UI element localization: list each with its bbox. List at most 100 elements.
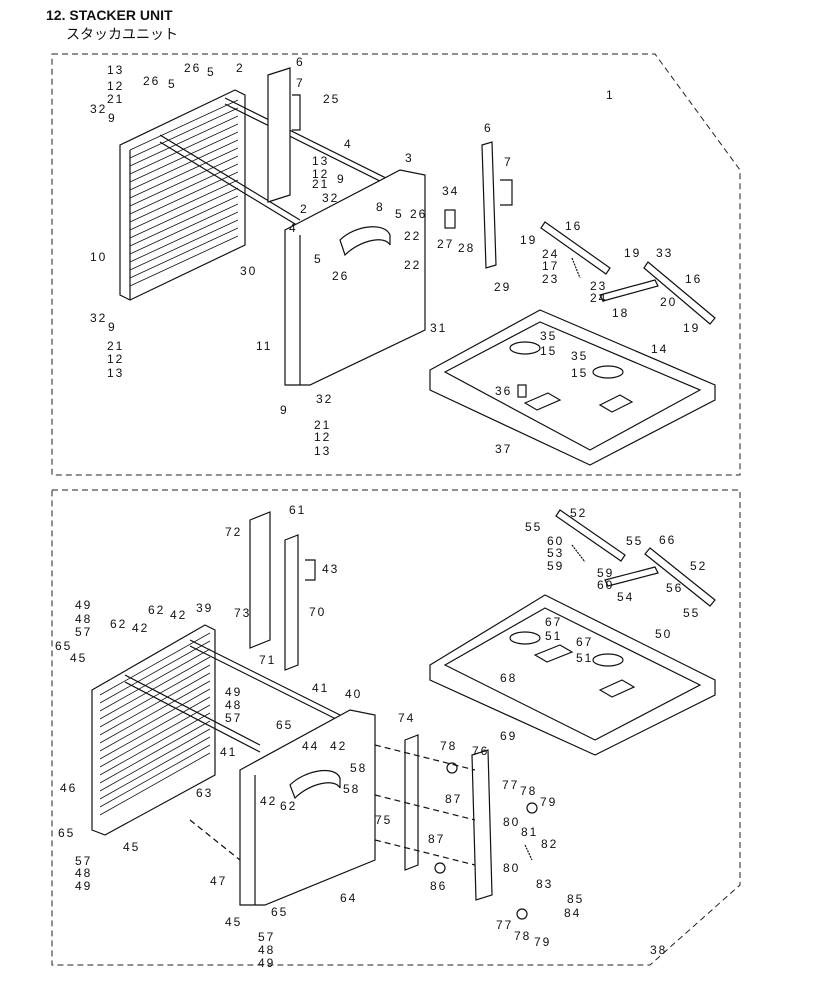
callout: 13	[107, 366, 124, 380]
link-16	[540, 221, 611, 275]
callout: 64	[340, 891, 357, 905]
callout: 15	[540, 344, 557, 358]
callout: 44	[302, 739, 319, 753]
callout: 78	[514, 929, 531, 943]
callout: 32	[316, 392, 333, 406]
callout: 11	[256, 339, 272, 353]
callout: 35	[571, 349, 588, 363]
handle-44	[289, 770, 341, 800]
disc-51b	[592, 653, 624, 667]
callout: 9	[108, 111, 117, 125]
frame-rods-2	[124, 639, 341, 753]
callout: 12	[107, 352, 124, 366]
callout: 80	[503, 815, 520, 829]
callout: 24	[590, 291, 607, 305]
callout: 19	[624, 246, 641, 260]
callout: 13	[107, 63, 124, 77]
callout: 21	[314, 418, 331, 432]
callout: 65	[55, 639, 72, 653]
front-frame-47	[239, 709, 376, 906]
callout: 36	[495, 384, 512, 398]
callout: 9	[280, 403, 289, 417]
callout: 16	[685, 272, 702, 286]
tray-14	[429, 309, 716, 466]
callout: 78	[520, 784, 537, 798]
callout: 45	[225, 915, 242, 929]
callout: 55	[525, 520, 542, 534]
callout: 26	[184, 61, 201, 75]
callout: 19	[520, 233, 537, 247]
side-plate-61	[249, 511, 271, 649]
callout: 48	[75, 612, 92, 626]
callout: 41	[312, 681, 329, 695]
callout: 52	[690, 559, 707, 573]
side-plate-70	[284, 534, 299, 671]
callout: 57	[225, 711, 242, 725]
callout: 57	[75, 625, 92, 639]
handle-43	[305, 559, 316, 581]
callout: 22	[404, 229, 421, 243]
callout: 66	[659, 533, 676, 547]
callout: 47	[210, 874, 227, 888]
link-16b	[643, 261, 716, 325]
callout: 4	[344, 137, 353, 151]
callout: 16	[565, 219, 582, 233]
callout: 69	[500, 729, 517, 743]
callout: 5	[207, 65, 216, 79]
callout: 68	[500, 671, 517, 685]
callout: 57	[75, 854, 92, 868]
callout: 49	[75, 598, 92, 612]
callout: 70	[309, 605, 326, 619]
callout: 5	[168, 77, 177, 91]
callout: 7	[504, 155, 513, 169]
callout: 65	[271, 905, 288, 919]
callout: 34	[442, 184, 459, 198]
callout: 35	[540, 329, 557, 343]
callout: 83	[536, 877, 553, 891]
washer-79	[526, 802, 538, 814]
callout: 42	[330, 739, 347, 753]
callout: 26	[410, 207, 427, 221]
callout: 25	[323, 92, 340, 106]
callout: 73	[234, 606, 251, 620]
plate-76	[471, 749, 493, 901]
plate-74	[404, 734, 419, 871]
callout: 86	[430, 879, 447, 893]
callout: 87	[445, 792, 462, 806]
callout: 71	[259, 653, 276, 667]
callout: 45	[70, 651, 87, 665]
callout: 50	[655, 627, 672, 641]
callout: 48	[225, 698, 242, 712]
callout: 48	[75, 866, 92, 880]
handle-7b	[500, 179, 513, 206]
callout: 14	[651, 342, 668, 356]
callout: 40	[345, 687, 362, 701]
bottom-group-border	[51, 489, 741, 966]
callout: 12	[314, 430, 331, 444]
page-subtitle: スタッカユニット	[66, 27, 178, 43]
callout: 75	[375, 813, 392, 827]
callout: 18	[612, 306, 629, 320]
callout: 32	[90, 311, 107, 325]
callout: 21	[107, 339, 124, 353]
callout: 76	[472, 744, 489, 758]
bottom-callouts: 38 61 72 43 70 73 71 49 48 57 65 45 62 4…	[55, 503, 707, 970]
callout: 6	[296, 55, 305, 69]
callout: 60	[597, 578, 614, 592]
callout: 65	[58, 826, 75, 840]
callout: 51	[576, 651, 593, 665]
callout: 60	[547, 534, 564, 548]
callout: 22	[404, 258, 421, 272]
callout: 52	[570, 506, 587, 520]
callout: 37	[495, 442, 512, 456]
callout: 12	[107, 79, 124, 93]
callout: 31	[430, 321, 447, 335]
handle-7	[292, 94, 301, 131]
callout: 67	[576, 635, 593, 649]
callout: 28	[458, 241, 475, 255]
callout: 62	[110, 617, 127, 631]
callout: 13	[314, 444, 331, 458]
disc-51	[509, 631, 541, 645]
callout: 13	[312, 154, 329, 168]
